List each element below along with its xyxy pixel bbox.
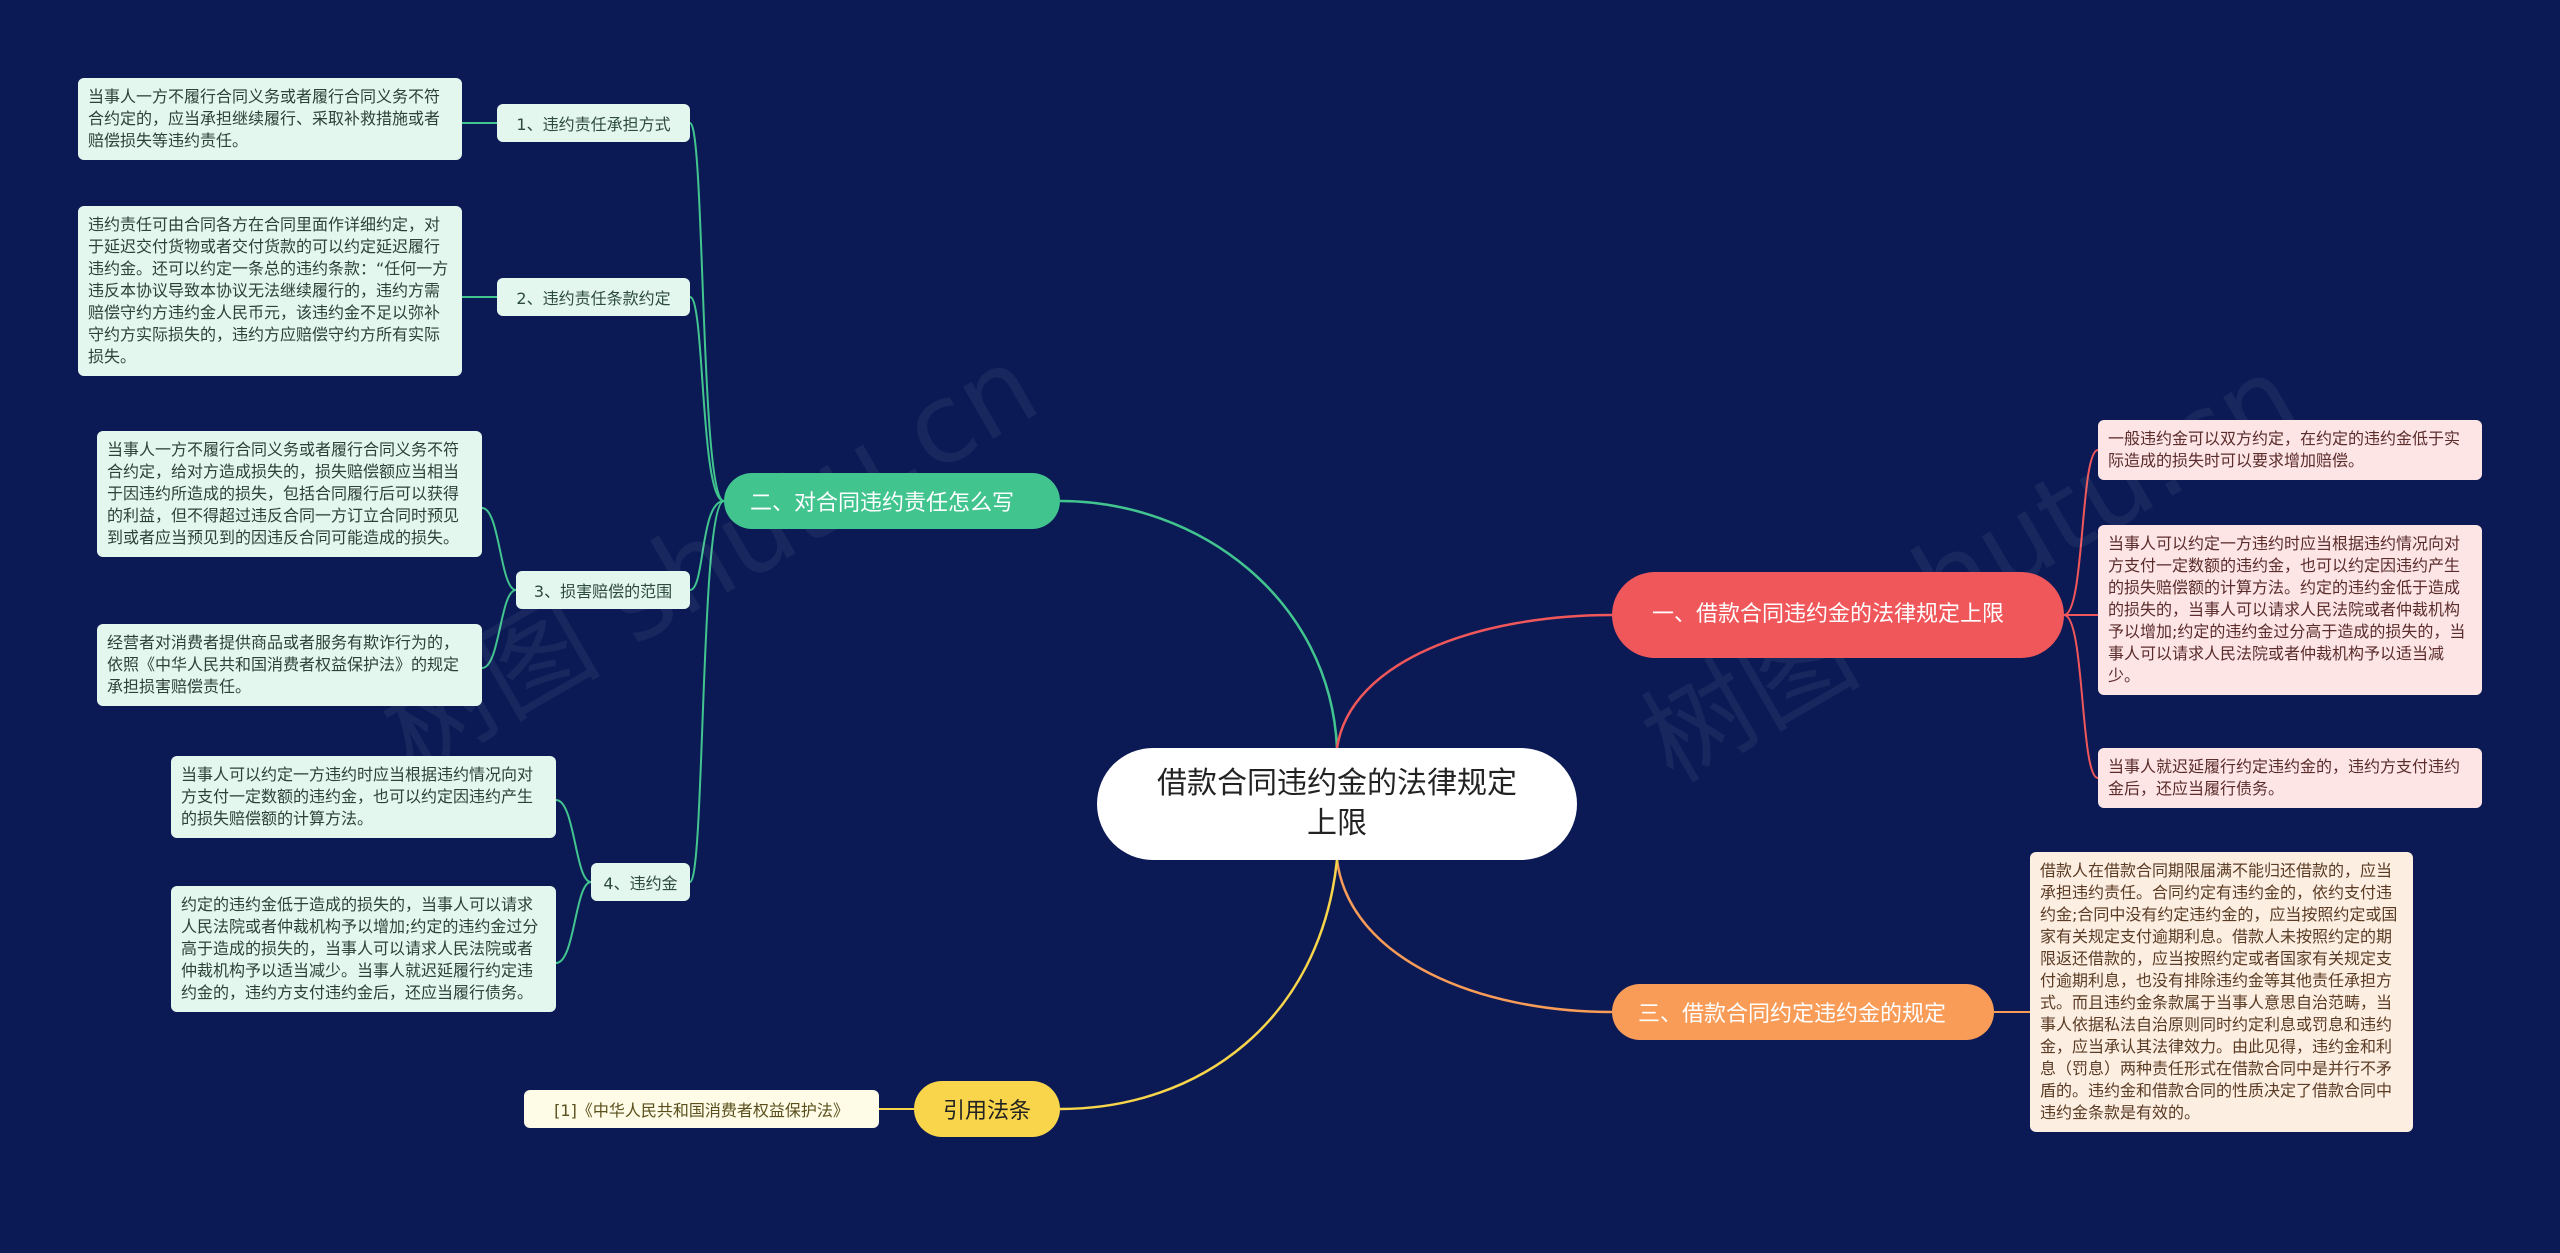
branch-legal-upper-limit[interactable]: 一、借款合同违约金的法律规定上限 — [1612, 572, 2064, 658]
leaf-upper-limit-a: 一般违约金可以双方约定，在约定的违约金低于实际造成的损失时可以要求增加赔偿。 — [2098, 420, 2482, 480]
branch-loan-penalty-rules[interactable]: 三、借款合同约定违约金的规定 — [1612, 984, 1994, 1040]
link-sub3-leaf-a — [481, 507, 517, 591]
sub-damages-scope[interactable]: 3、损害赔偿的范围 — [516, 571, 690, 609]
branch-contract-liability[interactable]: 二、对合同违约责任怎么写 — [724, 473, 1060, 529]
citation-consumer-law[interactable]: [1]《中华人民共和国消费者权益保护法》 — [524, 1090, 879, 1128]
leaf-liability-method: 当事人一方不履行合同义务或者履行合同义务不符合约定的，应当承担继续履行、采取补救… — [78, 78, 462, 160]
leaf-liability-clause: 违约责任可由合同各方在合同里面作详细约定，对于延迟交付货物或者交付货款的可以约定… — [78, 206, 462, 376]
link-green-sub1 — [689, 122, 725, 502]
link-red-leaf3 — [2063, 614, 2099, 779]
link-sub4-leaf-a — [555, 799, 592, 883]
leaf-damages-scope-b: 经营者对消费者提供商品或者服务有欺诈行为的，依照《中华人民共和国消费者权益保护法… — [97, 624, 482, 706]
leaf-damages-scope-a: 当事人一方不履行合同义务或者履行合同义务不符合约定，给对方造成损失的，损失赔偿额… — [97, 431, 482, 557]
leaf-upper-limit-c: 当事人就迟延履行约定违约金的，违约方支付违约金后，还应当履行债务。 — [2098, 748, 2482, 808]
link-sub3-leaf-b — [481, 589, 517, 669]
link-sub4-leaf-b — [555, 881, 592, 964]
root-node[interactable]: 借款合同违约金的法律规定上限 — [1097, 748, 1577, 860]
leaf-penalty-b: 约定的违约金低于造成的损失的，当事人可以请求人民法院或者仲裁机构予以增加;约定的… — [171, 886, 556, 1012]
sub-liability-clause[interactable]: 2、违约责任条款约定 — [497, 278, 690, 316]
link-green-sub2 — [689, 296, 725, 502]
link-root-yellow — [1059, 859, 1339, 1111]
link-root-green — [1059, 499, 1339, 749]
link-green-sub3 — [689, 500, 725, 591]
sub-penalty[interactable]: 4、违约金 — [591, 863, 690, 901]
leaf-loan-penalty: 借款人在借款合同期限届满不能归还借款的，应当承担违约责任。合同约定有违约金的，依… — [2030, 852, 2413, 1132]
sub-liability-method[interactable]: 1、违约责任承担方式 — [497, 104, 690, 142]
leaf-upper-limit-b: 当事人可以约定一方违约时应当根据违约情况向对方支付一定数额的违约金，也可以约定因… — [2098, 525, 2482, 695]
leaf-penalty-a: 当事人可以约定一方违约时应当根据违约情况向对方支付一定数额的违约金，也可以约定因… — [171, 756, 556, 838]
link-green-sub4 — [689, 500, 725, 883]
link-root-red — [1335, 613, 1613, 749]
branch-citation[interactable]: 引用法条 — [914, 1081, 1060, 1137]
link-root-orange — [1335, 859, 1613, 1014]
link-red-leaf1 — [2063, 449, 2099, 616]
